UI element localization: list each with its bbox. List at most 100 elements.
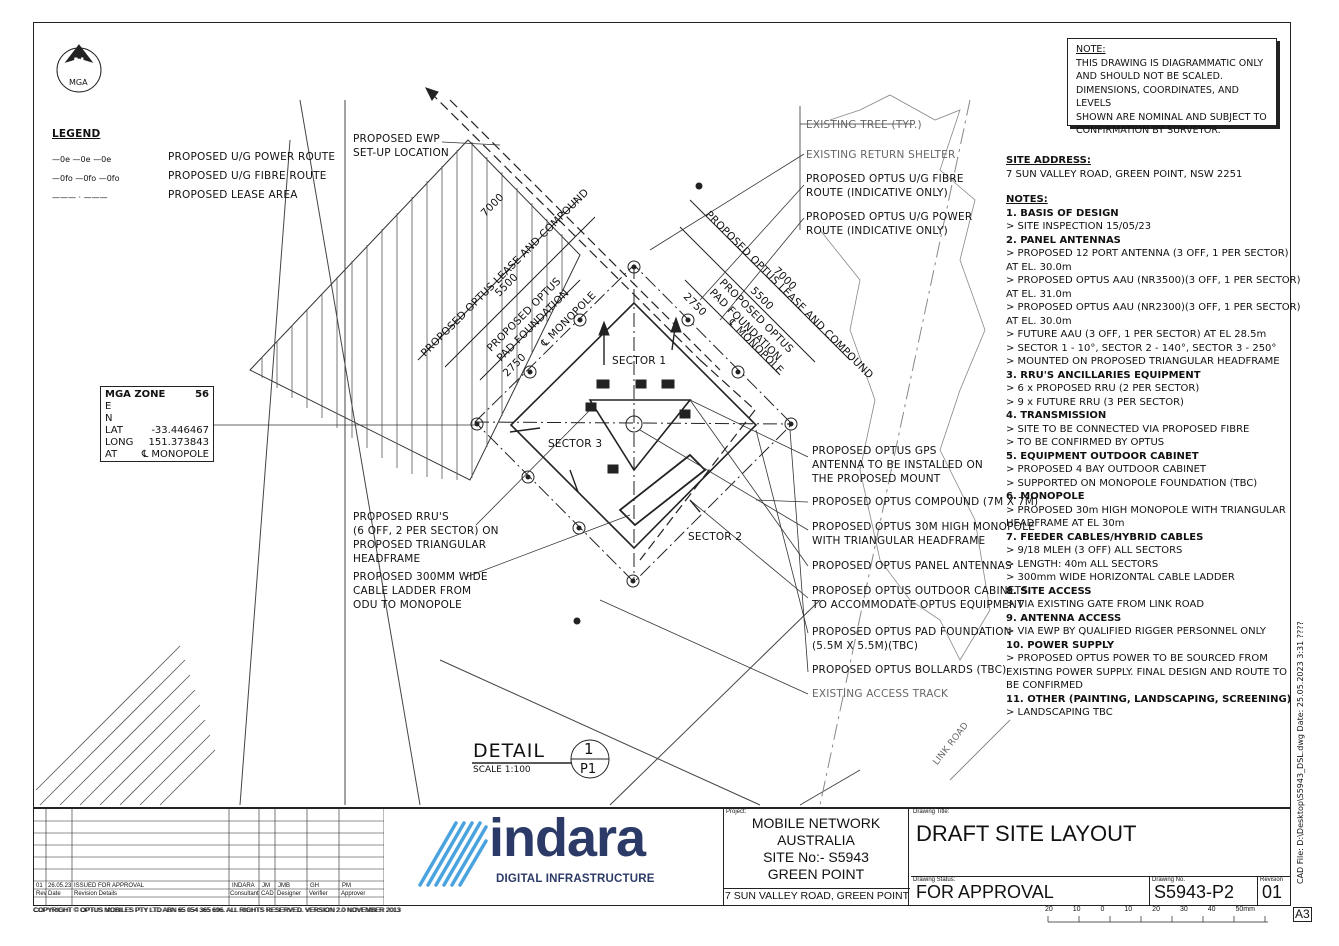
- callout-pad: PROPOSED OPTUS PAD FOUNDATION (5.5m x 5.…: [812, 625, 1012, 653]
- callout-rru: PROPOSED RRU'S (6 OFF, 2 PER SECTOR) ON …: [353, 510, 499, 566]
- mga-zone: 56: [195, 389, 209, 400]
- indara-logo-icon: [418, 821, 488, 887]
- revision-panel: Revision 01: [1257, 877, 1290, 905]
- project-address: 7 SUN VALLEY ROAD, GREEN POINT: [724, 888, 910, 902]
- copyright: COPYRIGHT © OPTUS MOBILES PTY LTD ABN 65…: [34, 907, 402, 914]
- title-block: 01 26.05.23 ISSUED FOR APPROVAL INDARA J…: [33, 808, 1291, 914]
- site-address: 7 SUN VALLEY ROAD, GREEN POINT, NSW 2251: [1006, 168, 1243, 180]
- drawing-frame: [33, 22, 1291, 808]
- callout-line: (5.5m x 5.5m)(TBC): [812, 640, 919, 652]
- callout-ladder: PROPOSED 300mm WIDE CABLE LADDER FROM OD…: [353, 570, 488, 612]
- note-item: 10. POWER SUPPLY: [1006, 639, 1115, 651]
- project-label: Project:: [726, 809, 747, 815]
- north-grid-label: MGA: [69, 78, 88, 87]
- callout-cabinets: PROPOSED OPTUS OUTDOOR CABINETS TO ACCOM…: [812, 584, 1028, 612]
- note-item: 7. FEEDER CABLES/HYBRID CABLES: [1006, 531, 1204, 543]
- note-item: > SITE TO BE CONNECTED VIA PROPOSED FIBR…: [1006, 423, 1250, 435]
- note-heading: NOTE:: [1076, 44, 1106, 55]
- callout-line: (6 OFF, 2 PER SECTOR) ON: [353, 525, 499, 537]
- callout-line: PROPOSED TRIANGULAR: [353, 539, 487, 551]
- sheet-size: A3: [1293, 907, 1312, 922]
- note-item: > PROPOSED OPTUS AAU (NR2300)(3 OFF, 1 P…: [1006, 302, 1301, 313]
- site-address-heading: SITE ADDRESS:: [1006, 155, 1091, 166]
- mga-title: MGA ZONE: [105, 389, 166, 400]
- callout-line: PROPOSED OPTUS GPS: [812, 445, 937, 457]
- callout-fibre: PROPOSED OPTUS U/G FIBRE ROUTE (INDICATI…: [806, 172, 964, 200]
- header-consultant: Consultant: [230, 891, 259, 897]
- revision-number: 01: [1262, 882, 1283, 902]
- callout-line: PROPOSED OPTUS U/G POWER: [806, 211, 973, 223]
- project-panel: Project: MOBILE NETWORK AUSTRALIA SITE N…: [723, 809, 910, 905]
- drawing-number-panel: Drawing No. S5943-P2: [1149, 877, 1257, 905]
- note-item: > PROPOSED 12 PORT ANTENNA (3 OFF, 1 PER…: [1006, 248, 1289, 259]
- drawing-title-label: Drawing Title:: [913, 809, 950, 815]
- sector-3-label: SECTOR 3: [548, 438, 603, 450]
- callout-line: ANTENNA TO BE INSTALLED ON: [812, 459, 983, 471]
- callout-line: PROPOSED OPTUS U/G FIBRE: [806, 173, 964, 185]
- callout-line: TO ACCOMMODATE OPTUS EQUIPMENT: [812, 599, 1024, 611]
- note-item: 1. BASIS OF DESIGN: [1006, 207, 1119, 219]
- rev-date: 26.05.23: [48, 883, 72, 889]
- header-details: Revision Details: [74, 891, 118, 897]
- callout-line: PROPOSED OPTUS OUTDOOR CABINETS: [812, 585, 1029, 597]
- callout-compound: PROPOSED OPTUS COMPOUND (7m x 7m): [812, 496, 1039, 508]
- note-line: SHOWN ARE NOMINAL AND SUBJECT TO: [1076, 111, 1267, 123]
- rev-designer: JMB: [278, 883, 290, 889]
- scale-tick: 50mm: [1235, 906, 1255, 913]
- callout-line: HEADFRAME: [353, 553, 421, 565]
- note-item: > 6 x PROPOSED RRU (2 PER SECTOR): [1006, 383, 1200, 394]
- scale-tick: 30: [1179, 906, 1188, 913]
- note-line: AND SHOULD NOT BE SCALED.: [1076, 71, 1223, 82]
- scale-tick: 10: [1072, 906, 1081, 913]
- legend: LEGEND —0e —0e —0e PROPOSED U/G POWER RO…: [52, 127, 335, 207]
- triangular-headframe: [588, 399, 692, 472]
- note-item: > PROPOSED OPTUS POWER TO BE SOURCED FRO…: [1006, 653, 1268, 664]
- header-date: Date: [48, 891, 61, 897]
- legend-symbol: ——— · ———: [52, 193, 108, 202]
- callout-line: PROPOSED OPTUS 30m HIGH MONOPOLE: [812, 521, 1035, 533]
- note-item: 8. SITE ACCESS: [1006, 585, 1092, 597]
- rev-approver: PM: [342, 883, 351, 889]
- legend-label: PROPOSED LEASE AREA: [168, 189, 298, 201]
- callout-line: PROPOSED RRU'S: [353, 511, 449, 523]
- note-item: AT EL. 30.0m: [1006, 261, 1072, 273]
- lat-label: LAT: [105, 425, 123, 436]
- header-approver: Approver: [341, 891, 366, 897]
- callout-line: ROUTE (INDICATIVE ONLY): [806, 187, 948, 199]
- header-rev: Rev: [36, 891, 47, 897]
- note-item: AT EL. 30.0m: [1006, 315, 1072, 327]
- note-item: 4. TRANSMISSION: [1006, 410, 1107, 421]
- note-item: 3. RRU'S ANCILLARIES EQUIPMENT: [1006, 369, 1201, 381]
- legend-label: PROPOSED U/G POWER ROUTE: [168, 151, 336, 163]
- callout-line: PROPOSED OPTUS PAD FOUNDATION: [812, 626, 1012, 638]
- sector-1-label: SECTOR 1: [612, 355, 667, 367]
- note-line: DIMENSIONS, COORDINATES, AND LEVELS: [1076, 84, 1239, 110]
- callout-panel: PROPOSED OPTUS PANEL ANTENNAS: [812, 560, 1012, 572]
- status-panel: Drawing Status: FOR APPROVAL: [911, 877, 1149, 905]
- note-item: > 9/18 MLEH (3 OFF) ALL SECTORS: [1006, 545, 1183, 556]
- header-cad: CAD: [261, 891, 274, 897]
- legend-symbol: —0fo —0fo —0fo: [52, 174, 120, 183]
- sector-2-label: SECTOR 2: [688, 531, 743, 543]
- callout-power: PROPOSED OPTUS U/G POWER ROUTE (INDICATI…: [806, 210, 972, 238]
- callout-monopole: PROPOSED OPTUS 30m HIGH MONOPOLE WITH TR…: [812, 520, 1035, 548]
- note-item: AT EL. 31.0m: [1006, 288, 1072, 300]
- logo-subtitle: DIGITAL INFRASTRUCTURE: [496, 873, 655, 885]
- detail-scale: SCALE 1:100: [473, 765, 531, 775]
- status-label: Drawing Status:: [913, 877, 956, 883]
- project-site-number: SITE No:- S5943: [763, 849, 869, 865]
- note-item: 11. OTHER (PAINTING, LANDSCAPING, SCREEN…: [1006, 693, 1292, 705]
- drawing-number-label: Drawing No.: [1152, 877, 1186, 883]
- callout-tree: EXISTING TREE (TYP.): [806, 119, 922, 131]
- scale-tick: 10: [1124, 906, 1133, 913]
- note-item: > SUPPORTED ON MONOPOLE FOUNDATION (TBC): [1006, 477, 1258, 489]
- note-item: > LENGTH: 40m ALL SECTORS: [1006, 558, 1159, 570]
- north-letter: N: [73, 56, 85, 72]
- mga-n: N: [105, 413, 113, 424]
- legend-item-fibre: —0fo —0fo —0fo PROPOSED U/G FIBRE ROUTE: [52, 169, 335, 188]
- rev-details: ISSUED FOR APPROVAL: [74, 883, 144, 889]
- hatch-lines-lower: [35, 645, 216, 806]
- note-item: 2. PANEL ANTENNAS: [1006, 234, 1121, 246]
- rev-consultant: INDARA: [232, 883, 255, 889]
- detail-number: 1: [584, 740, 594, 758]
